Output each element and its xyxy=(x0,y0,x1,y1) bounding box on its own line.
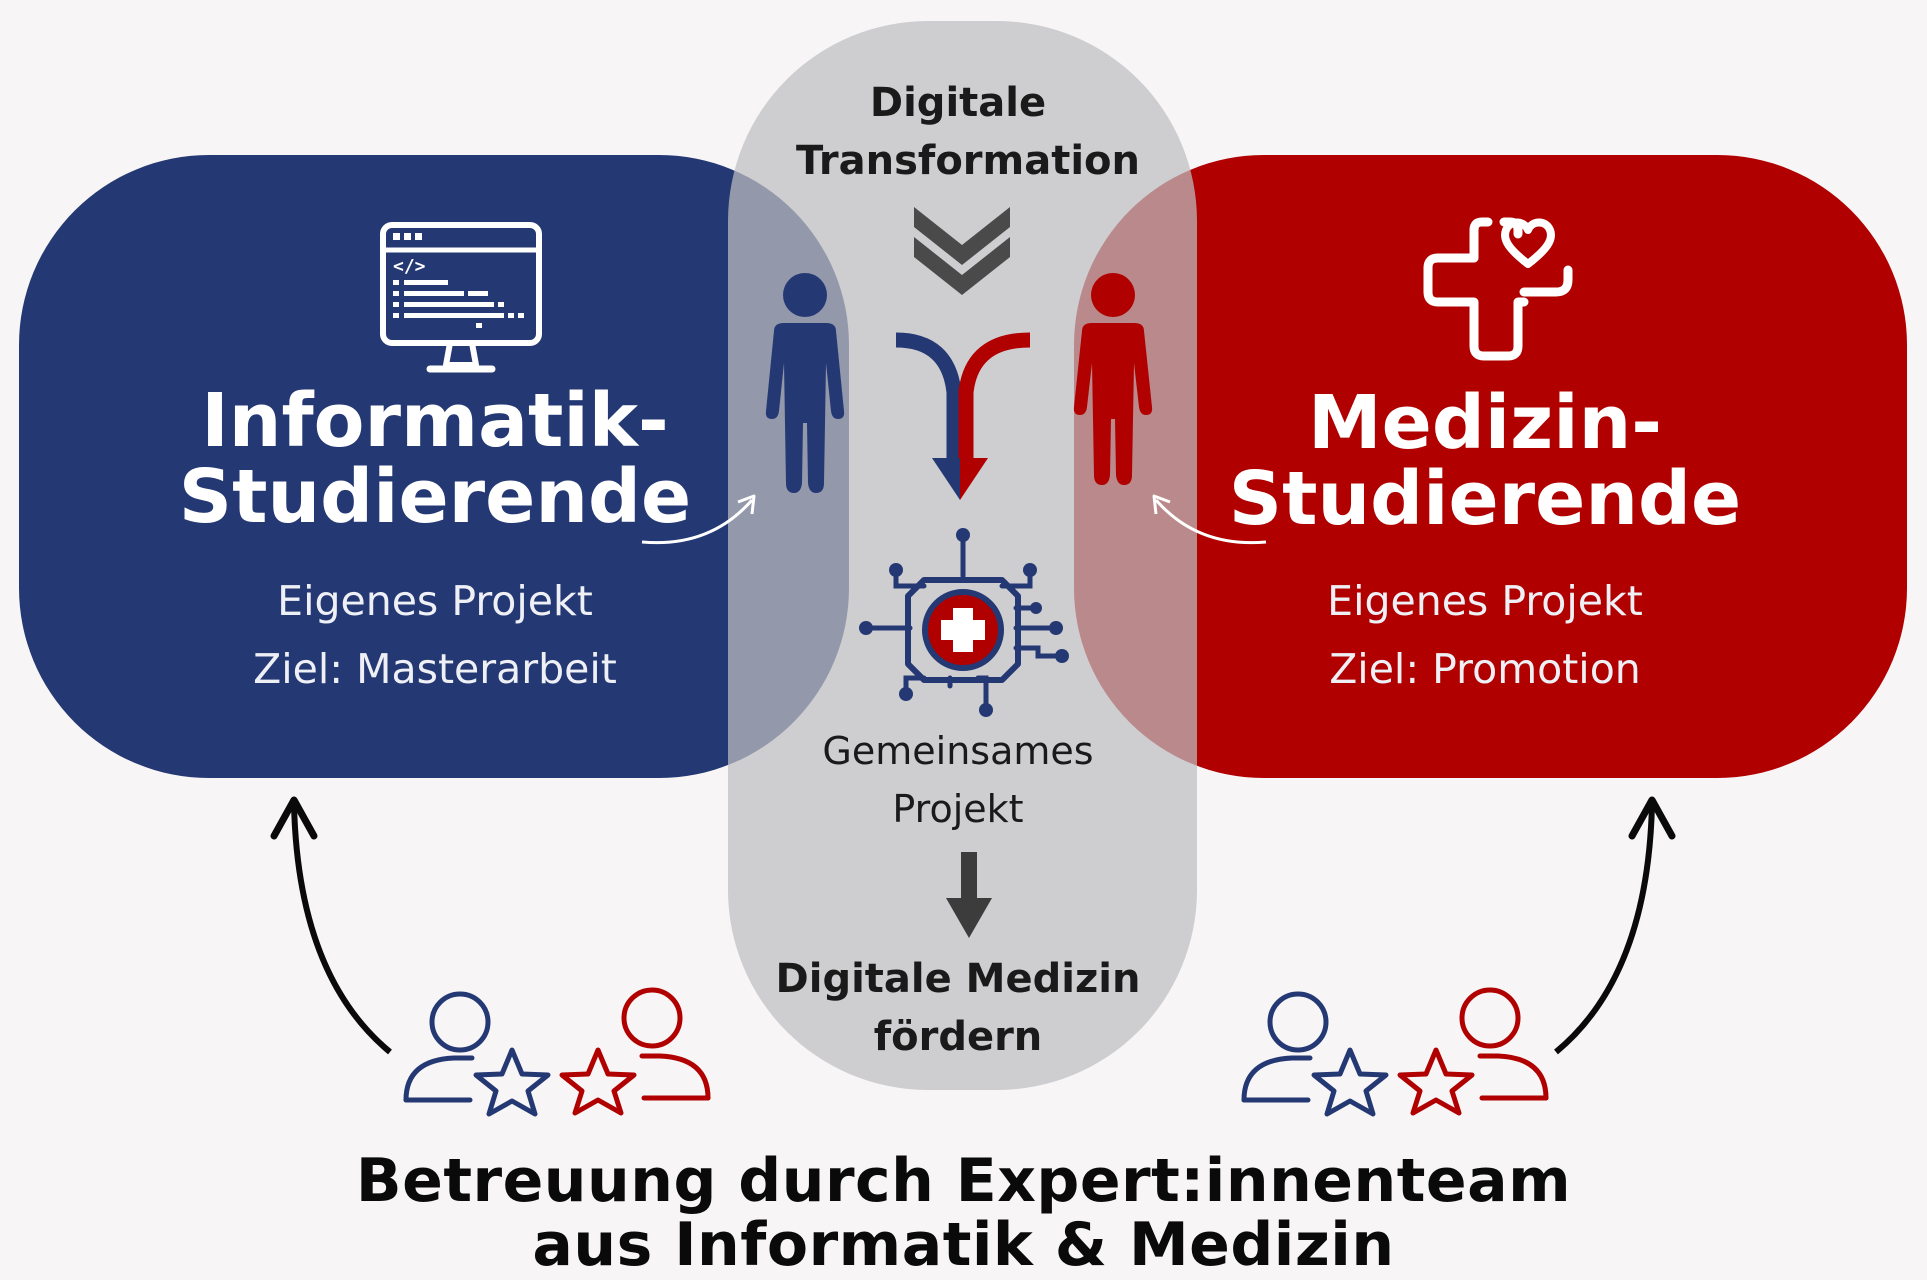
person-blue-icon xyxy=(765,273,845,493)
medizin-title-line2: Studierende xyxy=(1228,456,1742,542)
medizin-text-project: Eigenes Projekt xyxy=(1327,577,1643,625)
expert-red-icon-left xyxy=(559,987,711,1116)
digitale-medizin-label: Digitale Medizin xyxy=(775,956,1141,1002)
informatik-text-project: Eigenes Projekt xyxy=(277,577,593,625)
informatik-title-line2: Studierende xyxy=(178,454,692,540)
curved-arrow-left-white xyxy=(641,494,756,545)
informatik-panel xyxy=(19,155,849,778)
medizin-title-line1: Medizin- xyxy=(1308,380,1662,466)
expert-blue-icon-right xyxy=(1241,991,1389,1117)
merge-arrow-icon xyxy=(895,332,1031,500)
medizin-panel xyxy=(1074,155,1907,778)
foerdern-label: fördern xyxy=(873,1014,1043,1060)
informatik-text-goal: Ziel: Masterarbeit xyxy=(253,645,617,693)
digitale-label: Digitale xyxy=(869,80,1047,126)
curved-arrow-up-left xyxy=(270,796,392,1055)
medical-cross-heart-icon xyxy=(1423,217,1573,361)
curved-arrow-up-right xyxy=(1554,796,1676,1055)
gemeinsames-label: Gemeinsames xyxy=(822,729,1094,773)
expert-blue-icon-left xyxy=(403,991,551,1117)
projekt-label: Projekt xyxy=(892,787,1024,831)
medizin-text-goal: Ziel: Promotion xyxy=(1329,645,1641,693)
person-red-icon xyxy=(1073,273,1153,485)
footer-line2: aus Informatik & Medizin xyxy=(532,1210,1395,1280)
transformation-label: Transformation xyxy=(796,138,1140,184)
expert-red-icon-right xyxy=(1397,987,1549,1116)
code-monitor-icon: </> xyxy=(380,222,542,373)
curved-arrow-right-white xyxy=(1152,494,1267,545)
arrow-down-icon xyxy=(946,852,992,938)
medical-circuit-icon xyxy=(859,528,1069,717)
svg-text:</>: </> xyxy=(393,256,426,277)
footer-line1: Betreuung durch Expert:innenteam xyxy=(355,1146,1572,1216)
double-chevron-down-icon xyxy=(914,207,1010,295)
informatik-title-line1: Informatik- xyxy=(201,378,669,464)
